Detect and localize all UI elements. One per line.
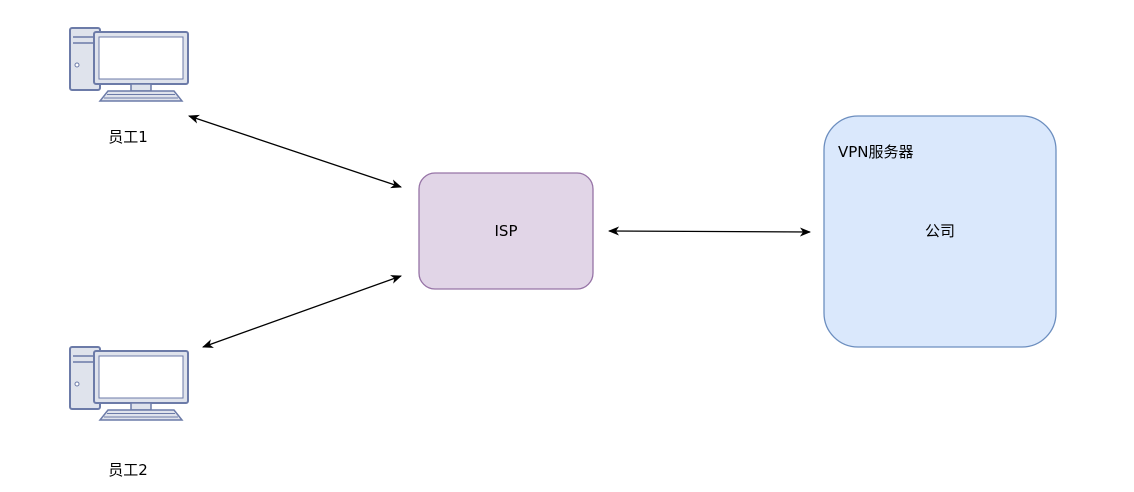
edge-isp-company bbox=[608, 226, 811, 237]
company-node[interactable]: VPN服务器 公司 bbox=[823, 115, 1057, 348]
desktop-computer-icon bbox=[69, 27, 189, 102]
isp-node[interactable]: ISP bbox=[418, 172, 594, 290]
employee2-label: 员工2 bbox=[108, 461, 148, 479]
isp-box bbox=[418, 172, 594, 290]
employee1-node[interactable]: 员工1 bbox=[69, 27, 189, 146]
vpn-server-title: VPN服务器 bbox=[838, 143, 914, 161]
desktop-computer-icon bbox=[69, 346, 189, 421]
edge-employee1-isp bbox=[188, 114, 402, 189]
company-box bbox=[823, 115, 1057, 348]
isp-label: ISP bbox=[495, 222, 518, 240]
company-label: 公司 bbox=[925, 222, 955, 240]
employee2-node[interactable]: 员工2 bbox=[69, 346, 189, 479]
employee1-label: 员工1 bbox=[108, 128, 148, 146]
edge-employee2-isp bbox=[202, 275, 402, 348]
